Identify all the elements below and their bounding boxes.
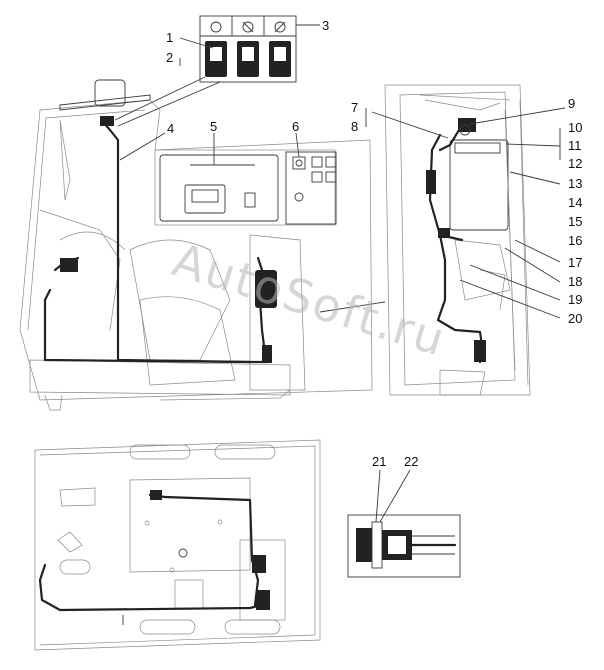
leader-lines: [114, 24, 566, 523]
callout-2: 2: [166, 50, 173, 65]
callout-5: 5: [210, 119, 217, 134]
callout-12: 12: [568, 156, 582, 171]
callout-11: 11: [568, 138, 582, 153]
floor-plate-view: [34, 439, 321, 651]
callout-7: 7: [351, 100, 358, 115]
callout-21: 21: [372, 454, 386, 469]
callout-16: 16: [568, 233, 582, 248]
rear-panel-view: [384, 84, 531, 396]
switch-panel-inset: [199, 15, 297, 83]
callout-20: 20: [568, 311, 582, 326]
callout-22: 22: [404, 454, 418, 469]
callout-numbers: 1 2 3 4 5 6 7 8 9 10 11 12 13 14 15 16 1…: [166, 18, 582, 469]
cab-side-view: [19, 79, 373, 411]
callout-18: 18: [568, 274, 582, 289]
callout-9: 9: [568, 96, 575, 111]
callout-10: 10: [568, 120, 582, 135]
rear-wiring-harness: [426, 118, 486, 364]
callout-19: 19: [568, 292, 582, 307]
callout-3: 3: [322, 18, 329, 33]
callout-17: 17: [568, 255, 582, 270]
callout-8: 8: [351, 119, 358, 134]
watermark-text: AutoSoft.ru: [167, 233, 453, 367]
callout-15: 15: [568, 214, 582, 229]
callout-14: 14: [568, 195, 582, 210]
callout-6: 6: [292, 119, 299, 134]
callout-1: 1: [166, 30, 173, 45]
callout-4: 4: [167, 121, 174, 136]
callout-13: 13: [568, 176, 582, 191]
cab-wiring-harness: [43, 116, 277, 364]
floor-wiring-harness: [38, 490, 270, 625]
connector-inset: [347, 514, 461, 578]
